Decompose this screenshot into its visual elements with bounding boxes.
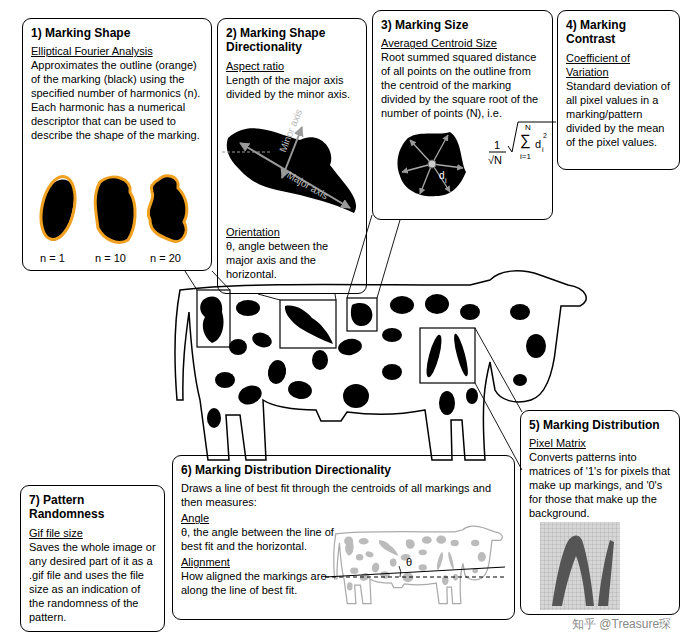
callout-box: 5) Marking DistributionPixel MatrixConve… [520,410,680,615]
box-text: Approximates the outline (orange) of the… [31,59,203,143]
figure-label: 1 [494,140,500,151]
leader-lines [185,215,522,470]
method-name: Averaged Centroid Size [381,37,544,51]
box-text: Length of the major axis divided by the … [226,74,358,102]
callout-box: 4) Marking ContrastCoefficient of Variat… [557,10,680,170]
box-heading: 1) Marking Shape [31,26,203,40]
figure-label: i=1 [520,153,531,161]
watermark: 知乎 @Treasure琛 [572,618,671,630]
figure-label: N [525,124,531,132]
fit-line [325,566,505,577]
callout-box: 3) Marking SizeAveraged Centroid SizeRoo… [372,10,553,220]
box-text: θ, the angle between the line of best fi… [181,526,341,554]
method-name: Gif file size [29,527,156,541]
figure-label: √N [488,155,502,166]
method-name: Elliptical Fourier Analysis [31,45,203,59]
fourier-outlines [36,173,187,242]
box-heading: 3) Marking Size [381,18,544,32]
callout-box: 6) Marking Distribution DirectionalityDr… [172,455,515,620]
box-text: Standard deviation of all pixel values i… [566,80,671,150]
method-name: Alignment [181,556,341,570]
figure-label: i [542,146,544,153]
box-text: Converts patterns into matrices of '1's … [529,451,671,521]
figure-label: n = 10 [95,253,126,264]
mini-cow [334,526,503,604]
figure-label: n = 20 [150,253,181,264]
figure-label: d [439,171,445,181]
box-text: Root summed squared distance of all poin… [381,51,544,121]
box-heading: 7) Pattern Randomness [29,493,156,522]
centroid-figure [398,122,556,196]
pixel-matrix [540,522,620,610]
figure-label: θ [406,557,412,568]
cow-markings [200,294,546,428]
box-heading: 6) Marking Distribution Directionality [181,463,506,477]
box-text: θ, angle between the major axis and the … [226,240,358,282]
figure-label: i [445,177,447,184]
box-heading: 5) Marking Distribution [529,418,671,432]
callout-box: 1) Marking ShapeElliptical Fourier Analy… [22,18,212,271]
method-name: Orientation [226,226,358,240]
box-text: How aligned the markings are along the l… [181,570,341,598]
method-name: Coefficient of Variation [566,52,671,80]
figure-label: ∑ [520,132,531,147]
figure-label: 2 [543,132,547,139]
callout-frames [197,290,475,383]
box-heading: 2) Marking Shape Directionality [226,26,358,55]
method-name: Angle [181,512,341,526]
callout-box: 2) Marking Shape DirectionalityAspect ra… [217,18,367,294]
callout-box: 7) Pattern RandomnessGif file sizeSaves … [20,485,165,632]
figure-label: θ [234,141,240,152]
box-text: Saves the whole image or any desired par… [29,541,156,625]
cow-outline [175,271,586,460]
box-text: Draws a line of best fit through the cen… [181,482,506,510]
figure-label: d [535,139,541,150]
method-name: Aspect ratio [226,60,358,74]
figure-label: n = 1 [40,253,65,264]
method-name: Pixel Matrix [529,437,671,451]
box-heading: 4) Marking Contrast [566,18,671,47]
